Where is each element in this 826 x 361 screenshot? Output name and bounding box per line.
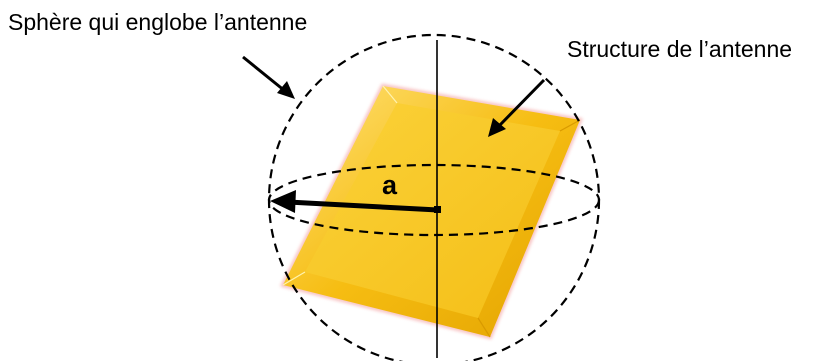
- structure-pointer-shaft: [495, 78, 546, 130]
- radius-label: a: [382, 170, 398, 200]
- radius-arrow-head: [270, 190, 296, 213]
- sphere-pointer-shaft: [242, 55, 286, 93]
- structure-label: Structure de l’antenne: [567, 36, 793, 62]
- bevel-corner-tl: [382, 85, 398, 104]
- bevel-corner-bl: [282, 271, 306, 286]
- bevel-corner-tr: [559, 119, 581, 132]
- radius-arrow-shaft: [287, 199, 439, 213]
- sphere-label: Sphère qui englobe l’antenne: [8, 9, 308, 35]
- equator-ellipse: [267, 163, 601, 237]
- structure-pointer-head: [488, 118, 506, 137]
- bevel-corner-br: [477, 317, 491, 338]
- structure-pointer-arrow: [488, 78, 546, 137]
- sphere-center-dot: [434, 206, 441, 213]
- sphere-pointer-head: [277, 81, 295, 99]
- sphere-pointer-arrow: [242, 55, 295, 99]
- radius-arrow: [270, 190, 441, 213]
